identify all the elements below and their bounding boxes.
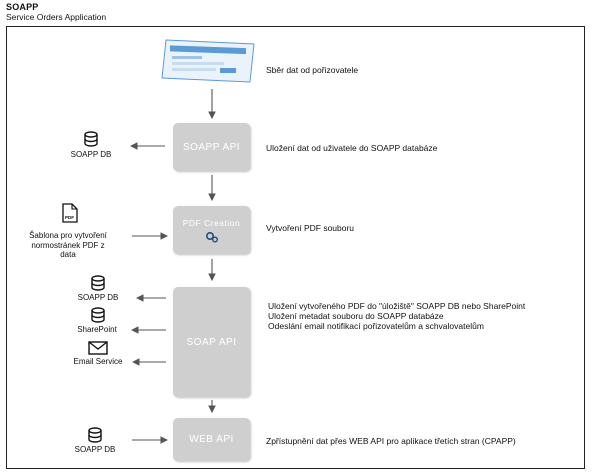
soap-api-description-line-3: Odeslání email notifikací pořizovatelům … bbox=[268, 321, 484, 331]
template-label-line-3: data bbox=[60, 250, 76, 259]
sharepoint-storage-icon bbox=[91, 307, 105, 323]
soapp-api-label: SOAPP API bbox=[182, 141, 241, 153]
soap-api-description: Uložení vytvořeného PDF do "úložiště" SO… bbox=[268, 301, 525, 331]
web-api-box: WEB API bbox=[173, 418, 250, 461]
template-label-line-1: Šablona pro vytvoření bbox=[29, 231, 107, 240]
soap-api-description-line-2: Uložení metadat souboru do SOAPP databáz… bbox=[268, 311, 444, 321]
database-icon bbox=[91, 275, 105, 291]
diagram-frame bbox=[6, 26, 585, 469]
app-title: SOAPP bbox=[6, 2, 39, 12]
soapp-api-box: SOAPP API bbox=[173, 123, 250, 171]
pdf-file-icon-text: PDF bbox=[65, 215, 74, 220]
pdf-creation-box: PDF Creation bbox=[173, 206, 250, 254]
soapp-db-label-3: SOAPP DB bbox=[74, 445, 116, 454]
soap-api-label: SOAP API bbox=[186, 336, 237, 348]
pdf-creation-description: Vytvoření PDF souboru bbox=[266, 223, 355, 233]
app-subtitle: Service Orders Application bbox=[6, 12, 107, 22]
soap-api-description-line-1: Uložení vytvořeného PDF do "úložiště" SO… bbox=[268, 301, 526, 311]
gears-icon bbox=[205, 231, 218, 242]
soapp-db-label-1: SOAPP DB bbox=[70, 150, 112, 159]
collect-description: Sběr dat od pořizovatele bbox=[266, 65, 359, 75]
web-api-label: WEB API bbox=[189, 434, 234, 445]
database-icon bbox=[88, 427, 102, 443]
database-icon bbox=[84, 131, 98, 147]
web-form-screenshot-icon bbox=[161, 39, 255, 83]
sharepoint-label: SharePoint bbox=[77, 325, 117, 334]
soap-api-box: SOAP API bbox=[173, 287, 250, 397]
email-icon bbox=[88, 341, 108, 355]
template-label-line-2: normostránek PDF z bbox=[31, 240, 105, 250]
web-api-description: Zpřístupnění dat přes WEB API pro aplika… bbox=[266, 436, 516, 446]
pdf-file-icon: PDF bbox=[62, 203, 78, 223]
soapp-api-description: Uložení dat od uživatele do SOAPP databá… bbox=[266, 143, 438, 153]
email-service-label: Email Service bbox=[73, 357, 123, 366]
soapp-db-label-2: SOAPP DB bbox=[77, 293, 119, 302]
template-label: Šablona pro vytvoření normostránek PDF z… bbox=[14, 231, 122, 260]
pdf-creation-label: PDF Creation bbox=[182, 217, 241, 228]
